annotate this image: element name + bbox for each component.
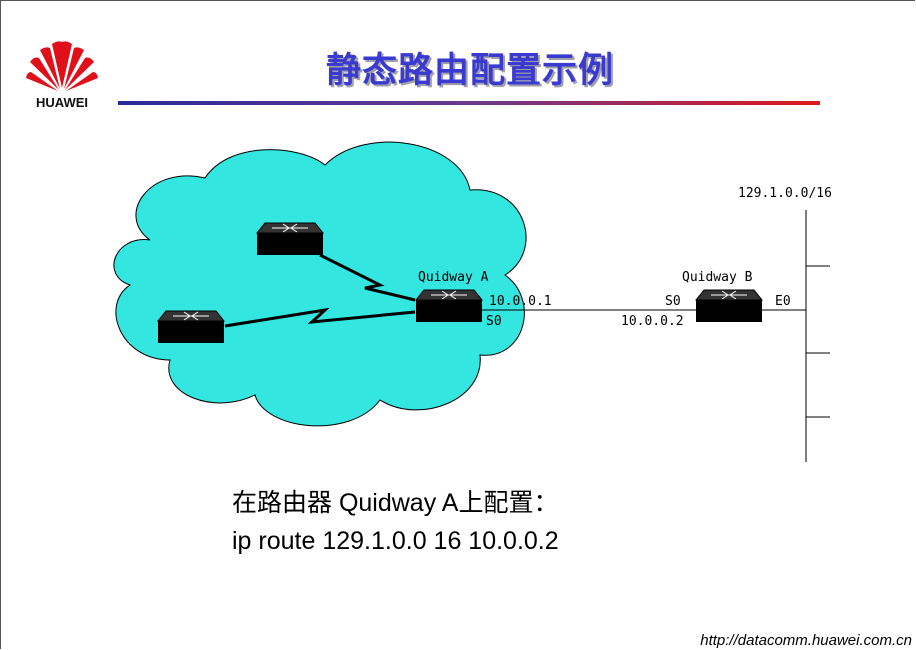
serial-link-upper [319,253,416,302]
router-icon [156,310,226,343]
router-a-label: Quidway A [418,270,489,285]
router-a-s0-ip: 10.0.0.1 [489,294,552,309]
router-b-s0-port: S0 [665,294,681,309]
network-label: 129.1.0.0/16 [738,186,832,201]
logo-text: HUAWEI [36,95,88,110]
router-a-icon [414,289,484,322]
router-b-label: Quidway B [682,270,753,285]
router-b-s0-ip: 10.0.0.2 [621,314,684,329]
router-b-icon [694,289,764,322]
serial-link-lower [224,307,416,328]
config-line-2: ip route 129.1.0.0 16 10.0.0.2 [232,527,559,555]
config-text: 在路由器 Quidway A上配置： ip route 129.1.0.0 16… [232,484,559,560]
page-title: 静态路由配置示例 [325,51,614,91]
config-line-1: 在路由器 Quidway A上配置： [232,489,559,517]
title-underline [118,101,820,105]
network-cloud [113,141,527,427]
router-icon [255,222,325,255]
footer-url: http://datacomm.huawei.com.cn [700,632,912,649]
huawei-logo-icon [26,41,98,91]
router-b-e0-port: E0 [775,294,791,309]
router-a-s0-port: S0 [486,314,502,329]
